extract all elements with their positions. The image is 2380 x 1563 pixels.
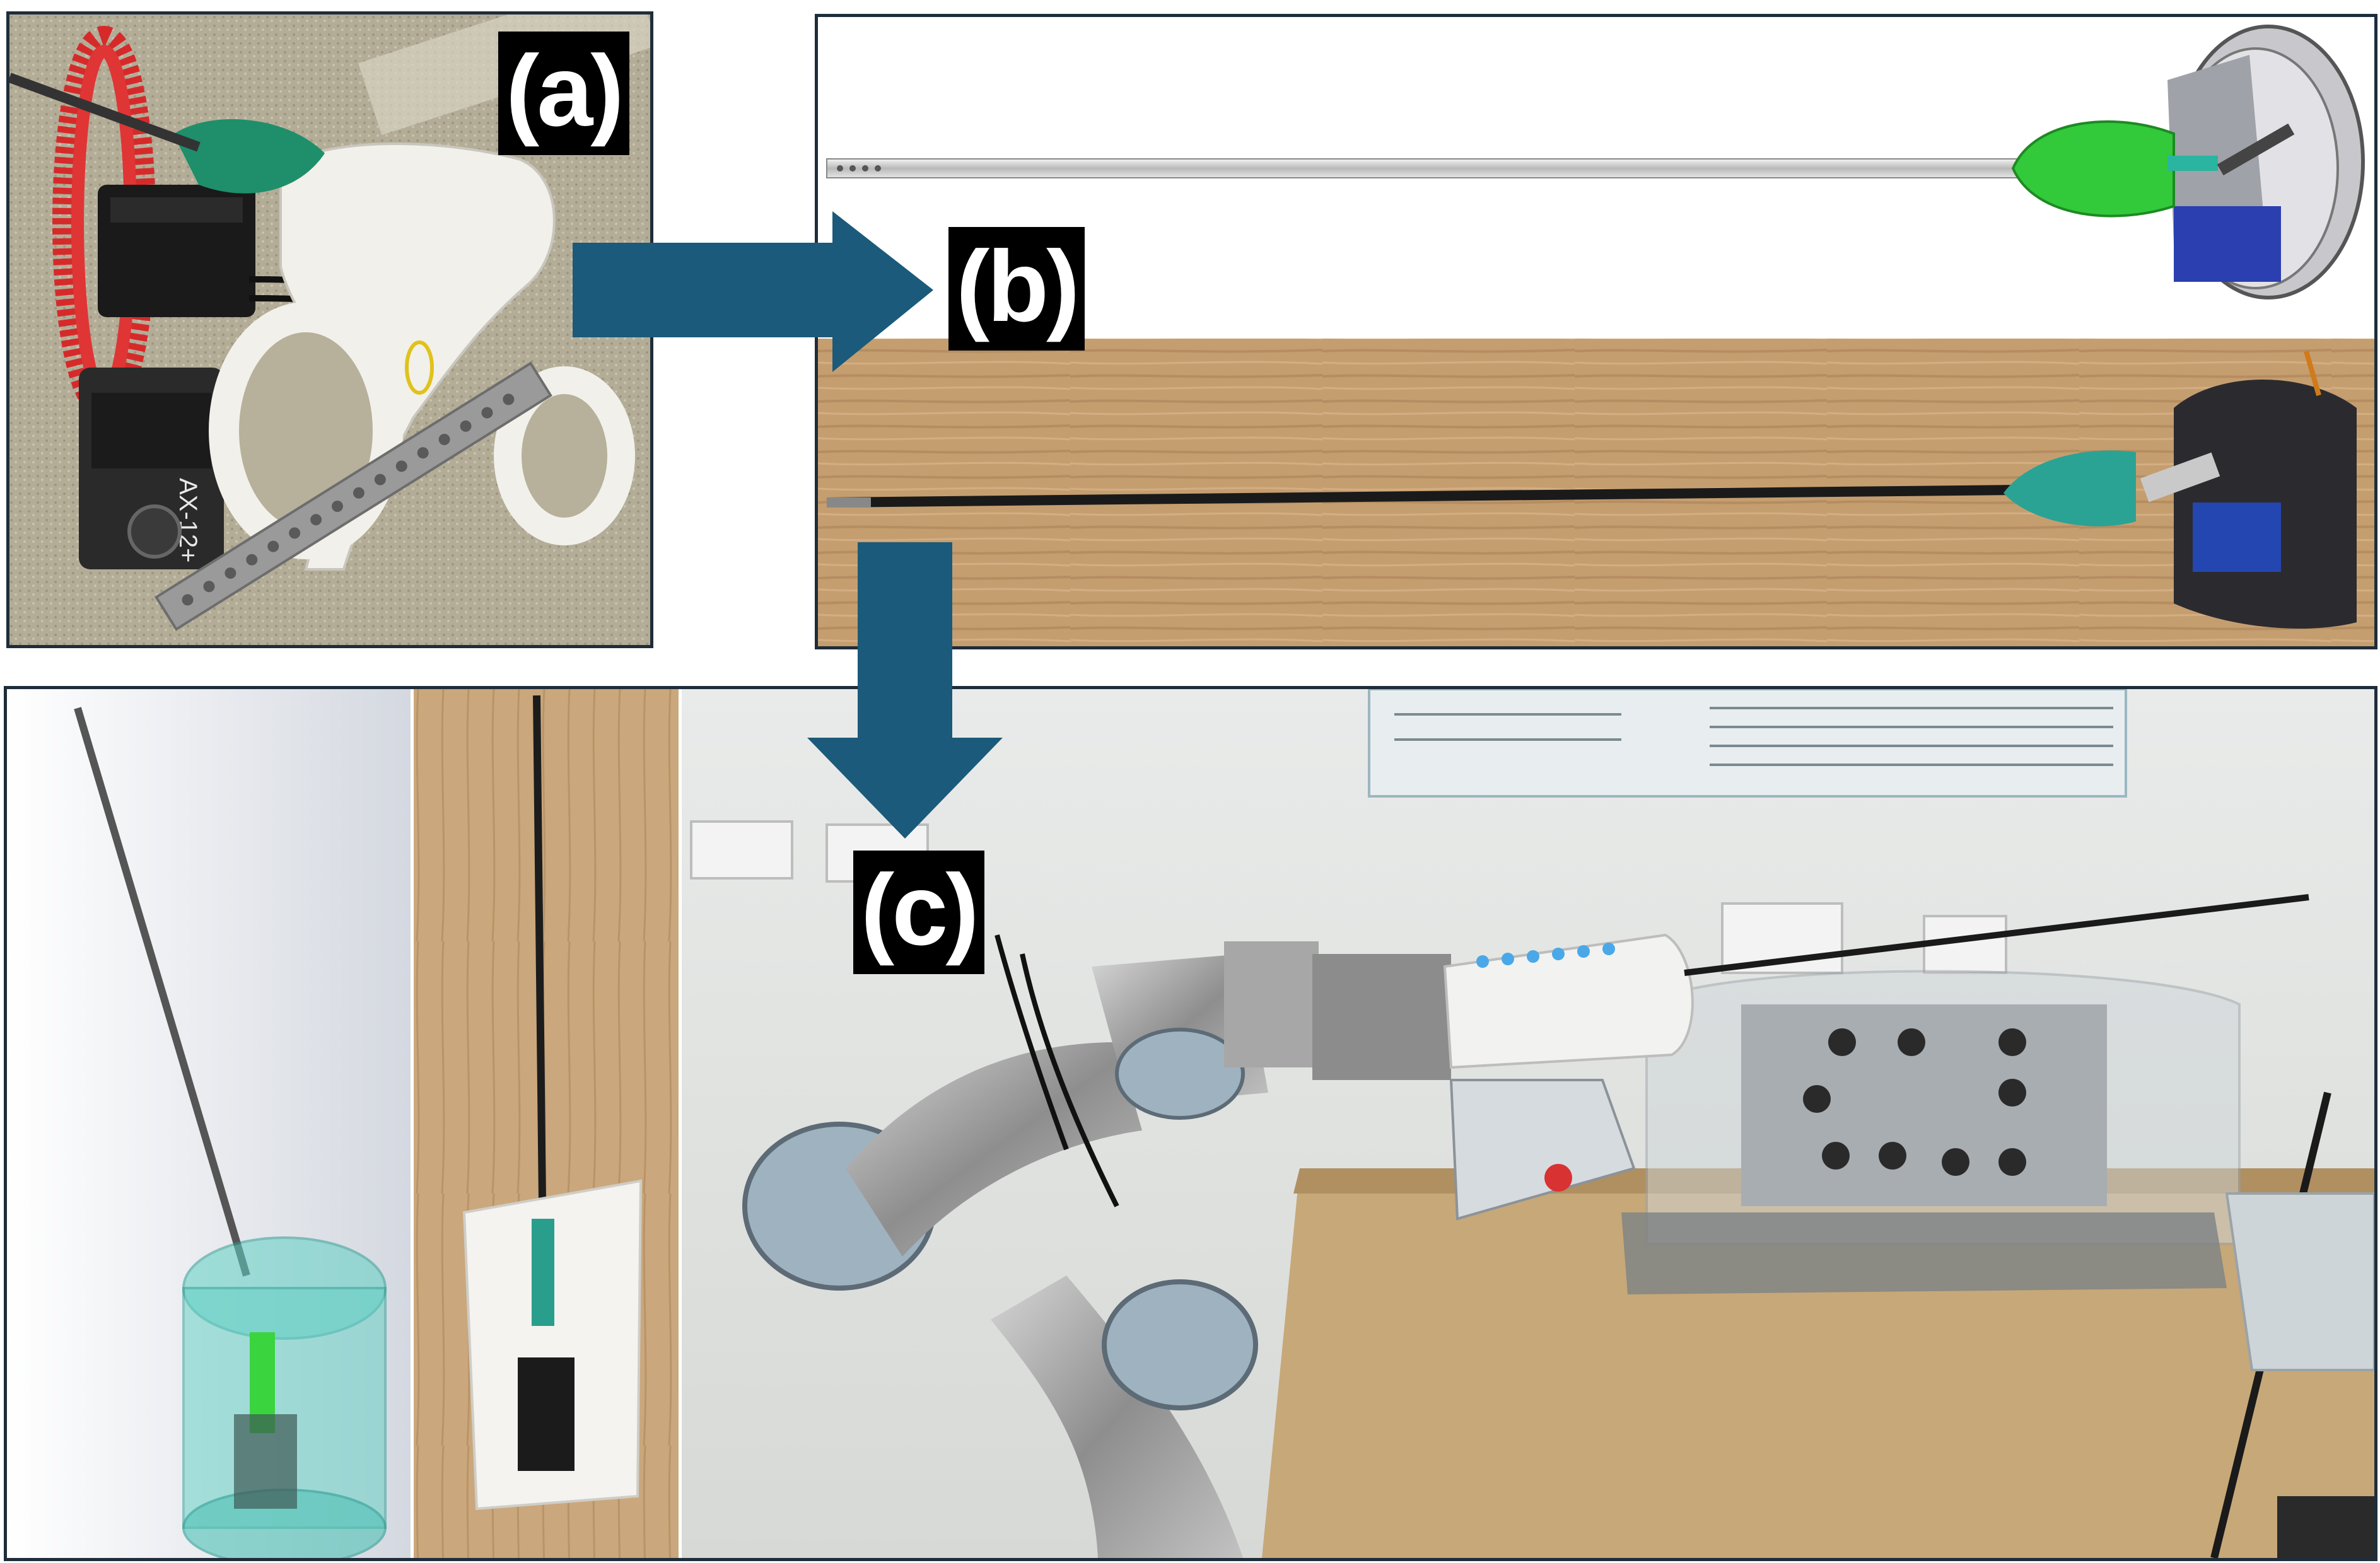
instrument-shaft [1684, 894, 2309, 976]
panel-c-images [7, 689, 2374, 1558]
label-b: (b) [948, 227, 1085, 351]
prototype-on-wood-photo [414, 689, 679, 1558]
label-c: (c) [853, 851, 984, 974]
lab-robot-photo [682, 689, 2374, 1558]
panel-a-photo: AX-12+ [9, 15, 650, 645]
teach-pendant [1449, 1079, 1636, 1221]
cad-servo [2174, 206, 2281, 282]
instrument-handle [1443, 933, 1694, 1069]
cad-transparent-model [7, 689, 411, 1558]
panel-b-images [818, 25, 2374, 646]
panel-a: AX-12+ (a) [6, 11, 653, 648]
panel-b: (b) [815, 14, 2377, 649]
white-instrument-handle [209, 142, 635, 571]
panel-c: (c) [4, 686, 2377, 1561]
arrow-b-to-c [807, 542, 1003, 839]
servo-motor: AX-12+ [79, 368, 224, 569]
photo-green-coupler [2004, 450, 2136, 526]
cad-render [826, 25, 2365, 299]
perforated-bar [154, 361, 552, 631]
arrow-a-to-b [573, 211, 933, 372]
prototype-photo [826, 350, 2357, 629]
green-coupler [173, 119, 325, 194]
label-a: (a) [498, 32, 629, 155]
